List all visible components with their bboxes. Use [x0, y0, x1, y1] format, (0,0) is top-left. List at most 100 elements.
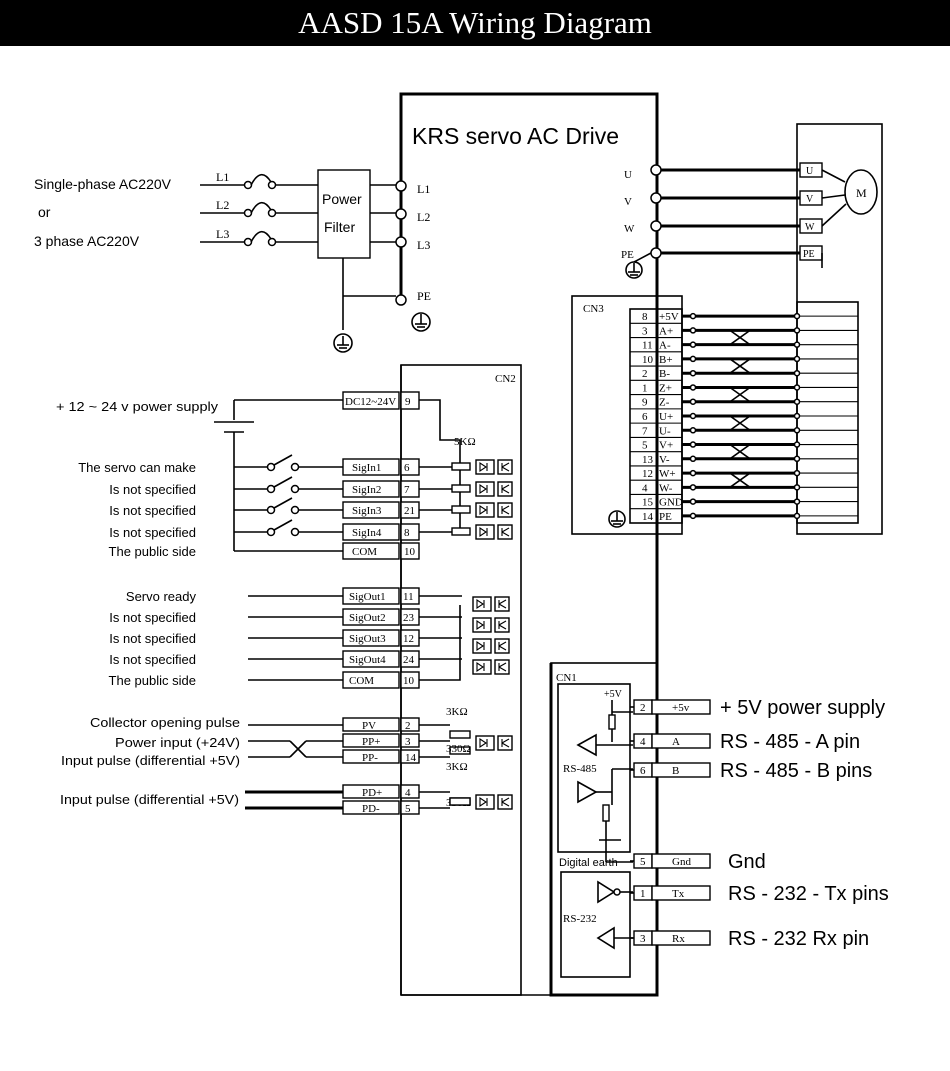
supply-terminal-name: DC12~24V: [345, 396, 396, 408]
cn1-signal: +5v: [672, 702, 690, 714]
input-pin: 10: [404, 546, 416, 558]
cn3-pin: 6: [642, 411, 648, 423]
input-label-l3: L3: [216, 227, 229, 241]
cn3-signal: GND: [659, 497, 683, 509]
dir-pin: 5: [405, 803, 411, 815]
cn1-description: RS - 232 Rx pin: [728, 928, 869, 950]
output-pin: 10: [403, 675, 415, 687]
cn3-signal: PE: [659, 511, 672, 523]
drive-terminal-l1: L1: [417, 182, 430, 196]
input-description: Is not specified: [109, 525, 196, 540]
output-signal-name: SigOut3: [349, 633, 386, 645]
pulse-signal-name: PP+: [362, 736, 380, 748]
supply-terminal-pin: 9: [405, 396, 411, 408]
output-pin: 11: [403, 591, 414, 603]
dir-signal-name: PD-: [362, 803, 380, 815]
motor-terminal-w: W: [624, 223, 635, 235]
output-terminal-box: [342, 650, 400, 668]
cn3-wire: [682, 398, 858, 405]
filter-ground-icon: [333, 333, 353, 353]
rs485-driver-icon: [576, 733, 597, 757]
input-optocoupler-icon: [475, 502, 513, 518]
cn3-wire: [682, 441, 858, 448]
cn3-pin: 3: [642, 325, 648, 337]
switch-icon: [266, 476, 300, 494]
rs232-rx-icon: [596, 926, 615, 950]
output-description: Is not specified: [109, 652, 196, 667]
pulse-pin: 3: [405, 736, 411, 748]
cn3-wire: [682, 355, 858, 363]
cn1-section: CN1 +5V RS-485 RS-232 Digital earth: [550, 662, 889, 996]
cn3-wire: [682, 469, 858, 477]
cn3-pin: 14: [642, 511, 654, 523]
pulse-label-3: Input pulse (differential +5V): [61, 753, 240, 768]
cn3-wire: [682, 312, 858, 320]
input-pin: 6: [404, 462, 410, 474]
cn3-pin: 8: [642, 311, 648, 323]
cn3-signal: Z-: [659, 397, 670, 409]
cn1-description: RS - 232 - Tx pins: [728, 883, 889, 905]
cn3-signal: W-: [659, 482, 673, 494]
motor-box-u: U: [806, 166, 814, 177]
motor-icon: [844, 169, 878, 215]
pulse-signal-name: PP-: [362, 752, 378, 764]
pulse-pin: 14: [405, 752, 417, 764]
dir-optocoupler-icon: [475, 794, 513, 810]
rs485-label: RS-485: [563, 763, 597, 775]
output-optocoupler-icon: [472, 638, 510, 654]
cn1-pin: 5: [640, 856, 646, 868]
cn1-signal: A: [672, 736, 680, 748]
cn1-signal: Rx: [672, 933, 685, 945]
output-terminal-box: [342, 629, 400, 647]
cn3-signal: A-: [659, 340, 671, 352]
cn3-pin: 4: [642, 482, 648, 494]
input-signal-name: SigIn4: [352, 527, 382, 539]
cn1-pin: 6: [640, 765, 646, 777]
cn3-wire: [682, 484, 858, 491]
motor-box-w: W: [805, 222, 815, 233]
dir-terminal-box: [342, 800, 400, 815]
pulse-label-1: Collector opening pulse: [90, 715, 240, 730]
cn2-section: CN2 + 12 ~ 24 v power supply DC12~24V 9 …: [56, 373, 516, 815]
cn1-vcc-label: +5V: [604, 689, 623, 700]
input-optocoupler-icon: [475, 481, 513, 497]
pe-ground-icon: [411, 312, 431, 332]
input-optocoupler-icon: [475, 524, 513, 540]
output-terminal-box: [342, 587, 400, 605]
cn1-pin: 1: [640, 888, 646, 900]
output-pin: 12: [403, 633, 414, 645]
cn3-wire: [682, 455, 858, 463]
cn1-pin: 2: [640, 702, 646, 714]
drive-terminal-l2: L2: [417, 210, 430, 224]
motor-terminal-v: V: [624, 196, 632, 208]
input-description: Is not specified: [109, 482, 196, 497]
input-pin: 8: [404, 527, 410, 539]
switch-icon: [266, 497, 300, 515]
twist-mark: [729, 415, 751, 431]
cn1-description: RS - 485 - A pin: [720, 731, 860, 753]
twist-mark: [729, 329, 751, 346]
twist-mark: [729, 443, 751, 460]
res-3k-2: 3KΩ: [446, 761, 468, 773]
power-source-line-1: Single-phase AC220V: [34, 176, 172, 192]
cn3-wire: [682, 384, 858, 391]
output-terminal-box: [342, 671, 400, 689]
pulse-label-2: Power input (+24V): [115, 735, 240, 750]
power-input-section: Single-phase AC220V or 3 phase AC220V L1…: [34, 169, 431, 353]
res-330-1: 330Ω: [446, 743, 471, 755]
drive-outline: [399, 92, 659, 997]
cn3-wire: [682, 369, 858, 377]
input-pin: 21: [404, 505, 415, 517]
output-optocoupler-icon: [472, 596, 510, 612]
cn3-signal: V-: [659, 454, 670, 466]
cn1-description: RS - 485 - B pins: [720, 760, 872, 782]
output-optocoupler-icon: [472, 617, 510, 633]
output-signal-name: SigOut4: [349, 654, 386, 666]
filter-label-1: Power: [322, 191, 362, 207]
dir-terminal-box: [342, 784, 400, 799]
motor-box-pe: PE: [803, 249, 815, 260]
pulse-signal-name: PV: [362, 720, 376, 732]
cn3-pin: 5: [642, 440, 648, 452]
cn3-signal: A+: [659, 325, 673, 337]
